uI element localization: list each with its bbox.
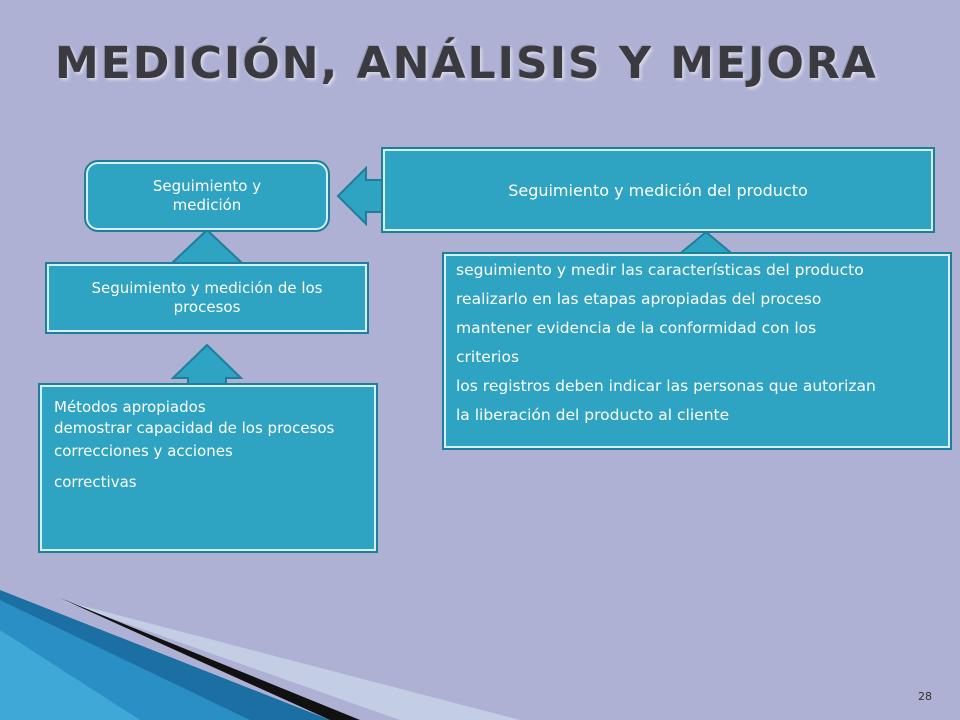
detail-line-1: seguimiento y medir las características … <box>456 261 864 279</box>
methods-line-4: correctivas <box>54 473 137 491</box>
detail-line-4: criterios <box>456 348 520 366</box>
detail-line-2: realizarlo en las etapas apropiadas del … <box>456 290 822 308</box>
box-top-label: Seguimiento y medición <box>152 177 262 214</box>
methods-line-1: Métodos apropiados <box>54 398 206 416</box>
corner-swoosh-decoration <box>0 590 520 720</box>
detail-line-3: mantener evidencia de la conformidad con… <box>456 319 817 337</box>
box-process-label: Seguimiento y medición de los procesos <box>91 279 323 316</box>
box-producto: Seguimiento y medición del producto <box>381 147 935 233</box>
box-seguimiento-medicion: Seguimiento y medición <box>84 160 330 232</box>
box-metodos: Métodos apropiados demostrar capacidad d… <box>38 383 378 553</box>
slide-title: MEDICIÓN, ANÁLISIS Y MEJORA <box>55 38 878 89</box>
page-number: 28 <box>918 690 932 703</box>
box-product-label: Seguimiento y medición del producto <box>508 180 808 200</box>
detail-line-6: la liberación del producto al cliente <box>456 406 730 424</box>
box-detalle-producto: seguimiento y medir las características … <box>442 252 952 450</box>
detail-line-5: los registros deben indicar las personas… <box>456 377 876 395</box>
methods-line-3: correcciones y acciones <box>54 442 233 460</box>
box-procesos: Seguimiento y medición de los procesos <box>45 262 369 334</box>
methods-line-2: demostrar capacidad de los procesos <box>54 419 335 437</box>
